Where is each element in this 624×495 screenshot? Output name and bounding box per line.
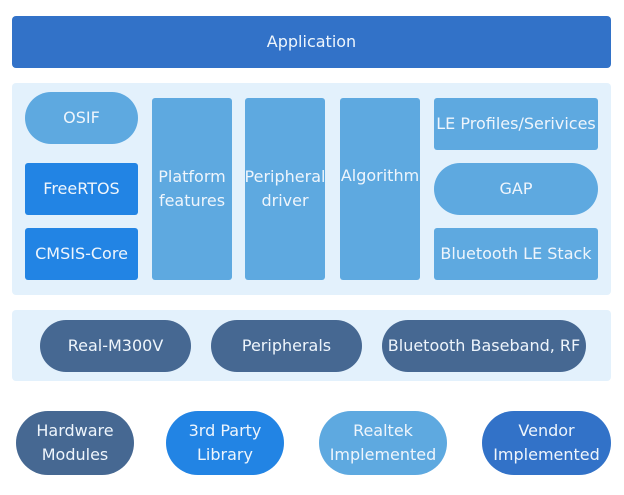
platform-features-label-line1: Platform [158, 167, 226, 186]
cmsis-core-label: CMSIS-Core [35, 244, 128, 263]
legend-hardware-modules: Hardware Modules [16, 411, 134, 475]
legend-label-line1: Hardware [36, 421, 114, 440]
algorithm-label: Algorithm [340, 166, 420, 185]
hardware-item-label: Bluetooth Baseband, RF [387, 336, 581, 355]
peripheral-driver-label-line1: Peripheral [244, 167, 326, 186]
peripheral-driver-block: Peripheral driver [245, 98, 325, 280]
freertos-label: FreeRTOS [43, 179, 120, 198]
hardware-item-label: Peripherals [241, 336, 332, 355]
osif-label: OSIF [63, 108, 100, 127]
legend-label-line2: Implemented [329, 445, 437, 464]
gap-label: GAP [499, 179, 533, 198]
legend-label-line2: Modules [41, 445, 109, 464]
hardware-item-bluetooth-baseband-rf: Bluetooth Baseband, RF [382, 320, 586, 372]
legend-label-line1: Vendor [518, 421, 575, 440]
application-label: Application [266, 32, 357, 51]
le-profiles-label: LE Profiles/Serivices [436, 114, 596, 133]
application-layer: Application [12, 16, 611, 68]
legend-label-line2: Implemented [493, 445, 600, 464]
gap-block: GAP [434, 163, 598, 215]
hardware-item-peripherals: Peripherals [211, 320, 362, 372]
hardware-item-label: Real-M300V [67, 336, 164, 355]
algorithm-block: Algorithm [340, 98, 420, 280]
legend-vendor-implemented: Vendor Implemented [482, 411, 611, 475]
ble-stack-label: Bluetooth LE Stack [440, 244, 592, 263]
peripheral-driver-label-line2: driver [261, 191, 309, 210]
legend-third-party-library: 3rd Party Library [166, 411, 284, 475]
cmsis-core-block: CMSIS-Core [25, 228, 138, 280]
le-profiles-block: LE Profiles/Serivices [434, 98, 598, 150]
freertos-block: FreeRTOS [25, 163, 138, 215]
legend-label-line1: 3rd Party [188, 421, 262, 440]
hardware-item-real-m300v: Real-M300V [40, 320, 191, 372]
platform-features-block: Platform features [152, 98, 232, 280]
legend-realtek-implemented: Realtek Implemented [319, 411, 447, 475]
osif-block: OSIF [25, 92, 138, 144]
platform-features-label-line2: features [158, 191, 226, 210]
legend-label-line2: Library [197, 445, 253, 464]
legend-label-line1: Realtek [353, 421, 413, 440]
ble-stack-block: Bluetooth LE Stack [434, 228, 598, 280]
